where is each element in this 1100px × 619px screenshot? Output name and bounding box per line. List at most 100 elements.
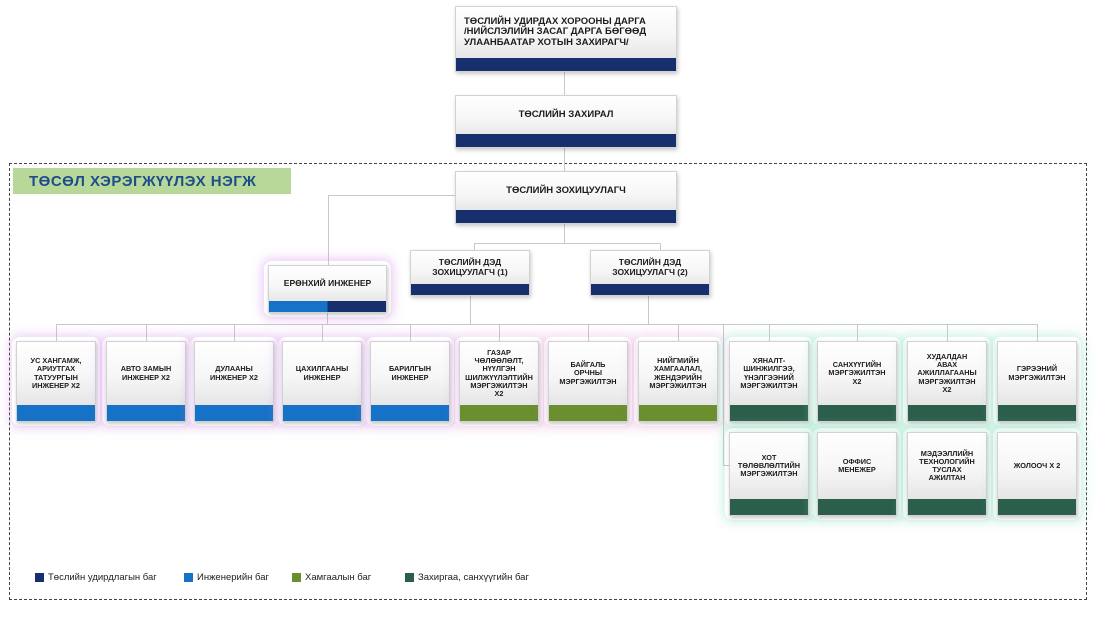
staff-box-row2-3-team-bar	[908, 499, 986, 515]
connector-line	[410, 324, 411, 341]
legend-label-engineering: Инженерийн баг	[197, 572, 269, 583]
senior-coordinator-2-box-team-bar	[591, 284, 709, 295]
staff-box-11-team-bar	[908, 405, 986, 421]
coordinator-box: ТӨСЛИЙН ЗОХИЦУУЛАГЧ	[455, 171, 677, 224]
staff-box-2-team-bar	[107, 405, 185, 421]
staff-box-8: НИЙГМИЙН ХАМГААЛАЛ, ЖЕНДЭРИЙН МЭРГЭЖИЛТЭ…	[638, 341, 718, 422]
staff-box-9-team-bar	[730, 405, 808, 421]
connector-line	[660, 243, 661, 250]
staff-box-row2-4-label: ЖОЛООЧ x 2	[1013, 460, 1061, 470]
chair-box-team-bar	[456, 58, 676, 71]
staff-box-row2-4-team-bar	[998, 499, 1076, 515]
connector-line	[947, 324, 948, 341]
staff-box-6: ГАЗАР ЧӨЛӨӨЛӨЛТ, НҮҮЛГЭН ШИЛЖҮҮЛЭЛТИЙН М…	[459, 341, 539, 422]
connector-line	[327, 313, 328, 324]
director-box-label: ТӨСЛИЙН ЗАХИРАЛ	[518, 108, 614, 120]
staff-box-5-team-bar	[371, 405, 449, 421]
connector-line	[564, 224, 565, 243]
connector-line	[56, 324, 57, 341]
legend-item-management: Төслийн удирдлагын баг	[35, 572, 157, 583]
coordinator-box-team-bar	[456, 210, 676, 223]
connector-line	[146, 324, 147, 341]
coordinator-box-label: ТӨСЛИЙН ЗОХИЦУУЛАГЧ	[506, 184, 626, 196]
staff-box-row2-1-team-bar	[730, 499, 808, 515]
unit-label-text: ТӨСӨЛ ХЭРЭГЖҮҮЛЭХ НЭГЖ	[29, 172, 257, 190]
staff-box-1-label: УС ХАНГАМЖ, АРИУТГАХ ТАТУУРГЫН ИНЖЕНЕР x…	[30, 356, 82, 390]
staff-box-3-label: ДУЛААНЫ ИНЖЕНЕР x2	[210, 364, 258, 382]
staff-box-12-team-bar	[998, 405, 1076, 421]
connector-line	[678, 324, 679, 341]
staff-box-7: БАЙГАЛЬ ОРЧНЫ МЭРГЭЖИЛТЭН	[548, 341, 628, 422]
staff-box-row2-4: ЖОЛООЧ x 2	[997, 432, 1077, 516]
legend-swatch-admin	[405, 573, 414, 582]
director-box-team-bar	[456, 134, 676, 147]
connector-line	[474, 243, 660, 244]
staff-box-row2-1-label: ХОТ ТӨЛӨВЛӨЛТИЙН МЭРГЭЖИЛТЭН	[737, 452, 801, 479]
connector-line	[723, 465, 729, 466]
connector-line	[723, 324, 724, 465]
connector-line	[564, 72, 565, 95]
connector-line	[474, 243, 475, 250]
staff-box-11-label: ХУДАЛДАН АВАХ АЖИЛЛАГААНЫ МЭРГЭЖИЛТЭН x2	[917, 352, 977, 394]
staff-box-1-team-bar	[17, 405, 95, 421]
staff-box-1: УС ХАНГАМЖ, АРИУТГАХ ТАТУУРГЫН ИНЖЕНЕР x…	[16, 341, 96, 422]
staff-box-11: ХУДАЛДАН АВАХ АЖИЛЛАГААНЫ МЭРГЭЖИЛТЭН x2	[907, 341, 987, 422]
senior-coordinator-1-box-team-bar	[411, 284, 529, 295]
connector-line	[57, 324, 1037, 325]
connector-line	[499, 324, 500, 341]
legend-swatch-engineering	[184, 573, 193, 582]
staff-box-12-label: ГЭРЭЭНИЙ МЭРГЭЖИЛТЭН	[1008, 364, 1066, 382]
staff-box-3-team-bar	[195, 405, 273, 421]
legend-item-engineering: Инженерийн баг	[184, 572, 269, 583]
legend-item-safeguards: Хамгаалын баг	[292, 572, 371, 583]
staff-box-7-label: БАЙГАЛЬ ОРЧНЫ МЭРГЭЖИЛТЭН	[559, 360, 617, 386]
staff-box-6-team-bar	[460, 405, 538, 421]
staff-box-12: ГЭРЭЭНИЙ МЭРГЭЖИЛТЭН	[997, 341, 1077, 422]
connector-line	[470, 296, 471, 324]
staff-box-2-label: АВТО ЗАМЫН ИНЖЕНЕР x2	[120, 364, 172, 382]
director-box: ТӨСЛИЙН ЗАХИРАЛ	[455, 95, 677, 148]
senior-coordinator-2-box: ТӨСЛИЙН ДЭД ЗОХИЦУУЛАГЧ (2)	[590, 250, 710, 296]
chief-engineer-box: ЕРӨНХИЙ ИНЖЕНЕР	[268, 265, 387, 313]
staff-box-row2-2: ОФФИС МЕНЕЖЕР	[817, 432, 897, 516]
staff-box-5-label: БАРИЛГЫН ИНЖЕНЕР	[388, 364, 432, 382]
legend-item-admin: Захиргаа, санхүүгийн баг	[405, 572, 529, 583]
chief-engineer-box-team-bar	[269, 301, 386, 312]
senior-coordinator-1-box: ТӨСЛИЙН ДЭД ЗОХИЦУУЛАГЧ (1)	[410, 250, 530, 296]
legend-swatch-management	[35, 573, 44, 582]
senior-coordinator-1-box-label: ТӨСЛИЙН ДЭД ЗОХИЦУУЛАГЧ (1)	[432, 256, 508, 277]
staff-box-9-label: ХЯНАЛТ- ШИНЖИЛГЭЭ, ҮНЭЛГЭЭНИЙ МЭРГЭЖИЛТЭ…	[740, 356, 798, 390]
staff-box-9: ХЯНАЛТ- ШИНЖИЛГЭЭ, ҮНЭЛГЭЭНИЙ МЭРГЭЖИЛТЭ…	[729, 341, 809, 422]
staff-box-8-label: НИЙГМИЙН ХАМГААЛАЛ, ЖЕНДЭРИЙН МЭРГЭЖИЛТЭ…	[649, 356, 707, 390]
chair-box: ТӨСЛИЙН УДИРДАХ ХОРООНЫ ДАРГА /НИЙСЛЭЛИЙ…	[455, 6, 677, 72]
staff-box-2: АВТО ЗАМЫН ИНЖЕНЕР x2	[106, 341, 186, 422]
connector-line	[564, 148, 565, 171]
staff-box-row2-3-label: МЭДЭЭЛЛИЙН ТЕХНОЛОГИЙН ТУСЛАХ АЖИЛТАН	[919, 448, 975, 483]
connector-line	[328, 195, 329, 265]
staff-box-4: ЦАХИЛГААНЫ ИНЖЕНЕР	[282, 341, 362, 422]
staff-box-4-team-bar	[283, 405, 361, 421]
connector-line	[769, 324, 770, 341]
staff-box-4-label: ЦАХИЛГААНЫ ИНЖЕНЕР	[295, 364, 349, 382]
chair-box-label: ТӨСЛИЙН УДИРДАХ ХОРООНЫ ДАРГА /НИЙСЛЭЛИЙ…	[464, 15, 647, 48]
connector-line	[648, 296, 649, 324]
unit-label: ТӨСӨЛ ХЭРЭГЖҮҮЛЭХ НЭГЖ	[13, 168, 291, 194]
staff-box-row2-2-team-bar	[818, 499, 896, 515]
connector-line	[328, 195, 564, 196]
staff-box-row2-2-label: ОФФИС МЕНЕЖЕР	[838, 456, 876, 474]
staff-box-10-team-bar	[818, 405, 896, 421]
connector-line	[857, 324, 858, 341]
chief-engineer-box-label: ЕРӨНХИЙ ИНЖЕНЕР	[283, 277, 372, 288]
connector-line	[1037, 324, 1038, 341]
staff-box-10: САНХҮҮГИЙН МЭРГЭЖИЛТЭН x2	[817, 341, 897, 422]
staff-box-5: БАРИЛГЫН ИНЖЕНЕР	[370, 341, 450, 422]
staff-box-10-label: САНХҮҮГИЙН МЭРГЭЖИЛТЭН x2	[828, 360, 886, 386]
staff-box-row2-3: МЭДЭЭЛЛИЙН ТЕХНОЛОГИЙН ТУСЛАХ АЖИЛТАН	[907, 432, 987, 516]
staff-box-3: ДУЛААНЫ ИНЖЕНЕР x2	[194, 341, 274, 422]
senior-coordinator-2-box-label: ТӨСЛИЙН ДЭД ЗОХИЦУУЛАГЧ (2)	[612, 256, 688, 277]
connector-line	[588, 324, 589, 341]
legend-swatch-safeguards	[292, 573, 301, 582]
staff-box-8-team-bar	[639, 405, 717, 421]
connector-line	[234, 324, 235, 341]
staff-box-row2-1: ХОТ ТӨЛӨВЛӨЛТИЙН МЭРГЭЖИЛТЭН	[729, 432, 809, 516]
